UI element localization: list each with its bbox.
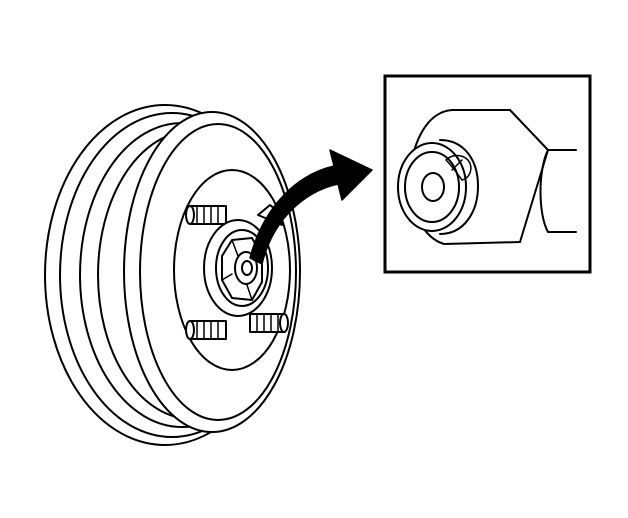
nut-face-outer	[397, 142, 467, 232]
nut-face-inner	[404, 151, 460, 223]
socket-tool	[397, 109, 577, 245]
notch-line	[451, 159, 463, 171]
spindle-center	[241, 260, 253, 276]
wheel-stud-lower-right	[249, 313, 289, 333]
wheel-stud-upper	[185, 205, 227, 225]
wheel-studs	[185, 205, 289, 340]
callout-arrow	[249, 149, 373, 265]
extension-bottom	[539, 149, 577, 233]
drum-center-plate	[173, 169, 291, 371]
wheel-stud-lower-left	[185, 320, 227, 340]
spindle-end	[234, 251, 258, 285]
drum-face-ring	[139, 123, 297, 421]
socket-inner-rim	[439, 139, 479, 235]
nut-center-hole	[421, 172, 445, 202]
hub-bore	[215, 229, 269, 307]
nut-notch	[445, 154, 472, 181]
detail-inset	[383, 74, 592, 274]
